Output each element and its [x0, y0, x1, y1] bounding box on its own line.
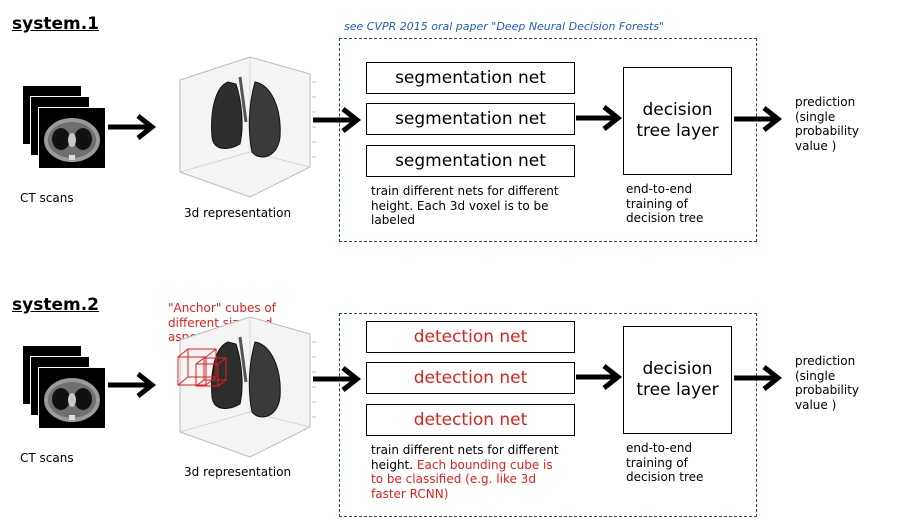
note-line: training of: [626, 196, 688, 211]
system2-title: system.2: [12, 295, 99, 315]
system2-decision-note: end-to-end training of decision tree: [626, 441, 703, 485]
decision-line: decision: [642, 359, 713, 379]
ct-slice-front: [38, 367, 106, 429]
prediction-line: prediction: [795, 354, 856, 368]
system1-net-2: segmentation net: [366, 103, 575, 135]
system1-prediction: prediction (single probability value ): [795, 95, 859, 153]
note-line: training of: [626, 455, 688, 470]
note-line: height. Each 3d voxel is to be: [371, 198, 549, 213]
system1-arrow-3d-to-nets: [313, 107, 362, 133]
system1-decision-note: end-to-end training of decision tree: [626, 182, 703, 226]
ct-scan-image: [44, 378, 100, 422]
system2-arrow-ct-to-3d: [108, 372, 157, 398]
system1-pipeline-box: [339, 38, 757, 242]
prediction-line: probability: [795, 383, 860, 397]
note-line-red: to be classified (e.g. like 3d: [371, 472, 536, 486]
note-line: train different nets for different: [371, 184, 559, 198]
system1-3d-label: 3d representation: [184, 206, 292, 220]
note-line: decision tree: [626, 470, 704, 484]
prediction-line: probability: [795, 124, 860, 138]
system1-ct-label: CT scans: [20, 191, 74, 205]
system2-decision-tree-layer: decision tree layer: [623, 326, 732, 434]
system2-ct-label: CT scans: [20, 451, 74, 465]
system1-decision-tree-layer: decision tree layer: [623, 67, 732, 175]
system2-3d-lung-plot: [177, 316, 316, 458]
system2-arrow-3d-to-nets: [313, 366, 362, 392]
system2-pipeline-box: [339, 313, 757, 517]
note-line: labeled: [371, 213, 416, 227]
system2-net-1: detection net: [366, 321, 575, 353]
decision-line: decision: [642, 100, 713, 120]
prediction-line: (single: [795, 368, 836, 383]
system2-nets-note: train different nets for different heigh…: [371, 443, 571, 501]
system1-arrow-nets-to-decision: [576, 105, 623, 131]
note-line: end-to-end: [626, 182, 693, 196]
system1-net-3: segmentation net: [366, 145, 575, 177]
citation-note: see CVPR 2015 oral paper "Deep Neural De…: [344, 20, 665, 33]
note-line: decision tree: [626, 211, 704, 225]
system2-arrow-nets-to-decision: [576, 364, 623, 390]
system1-net-1: segmentation net: [366, 62, 575, 94]
prediction-line: prediction: [795, 95, 856, 109]
prediction-line: value ): [795, 138, 837, 153]
system1-arrow-decision-to-prediction: [734, 106, 783, 132]
note-line: end-to-end: [626, 441, 693, 455]
prediction-line: value ): [795, 397, 837, 412]
system1-title: system.1: [12, 14, 99, 34]
system1-3d-lung-plot: [179, 56, 316, 198]
system2-prediction: prediction (single probability value ): [795, 354, 859, 412]
note-line-red: faster RCNN): [371, 486, 449, 501]
ct-scan-image: [44, 118, 100, 162]
note-line: train different nets for different: [371, 443, 559, 457]
decision-line: tree layer: [636, 121, 719, 141]
system1-arrow-ct-to-3d: [108, 114, 157, 140]
note-span-red: Each bounding cube is: [416, 457, 553, 472]
prediction-line: (single: [795, 109, 836, 124]
system2-arrow-decision-to-prediction: [734, 365, 783, 391]
note-span: height.: [371, 457, 414, 472]
note-line: "Anchor" cubes of: [168, 301, 276, 315]
system2-net-2: detection net: [366, 362, 575, 394]
system1-nets-note: train different nets for different heigh…: [371, 184, 559, 228]
decision-line: tree layer: [636, 380, 719, 400]
anchor-cubes: [177, 348, 227, 387]
system2-3d-label: 3d representation: [184, 465, 292, 479]
system2-net-3: detection net: [366, 404, 575, 436]
ct-slice-front: [38, 107, 106, 169]
